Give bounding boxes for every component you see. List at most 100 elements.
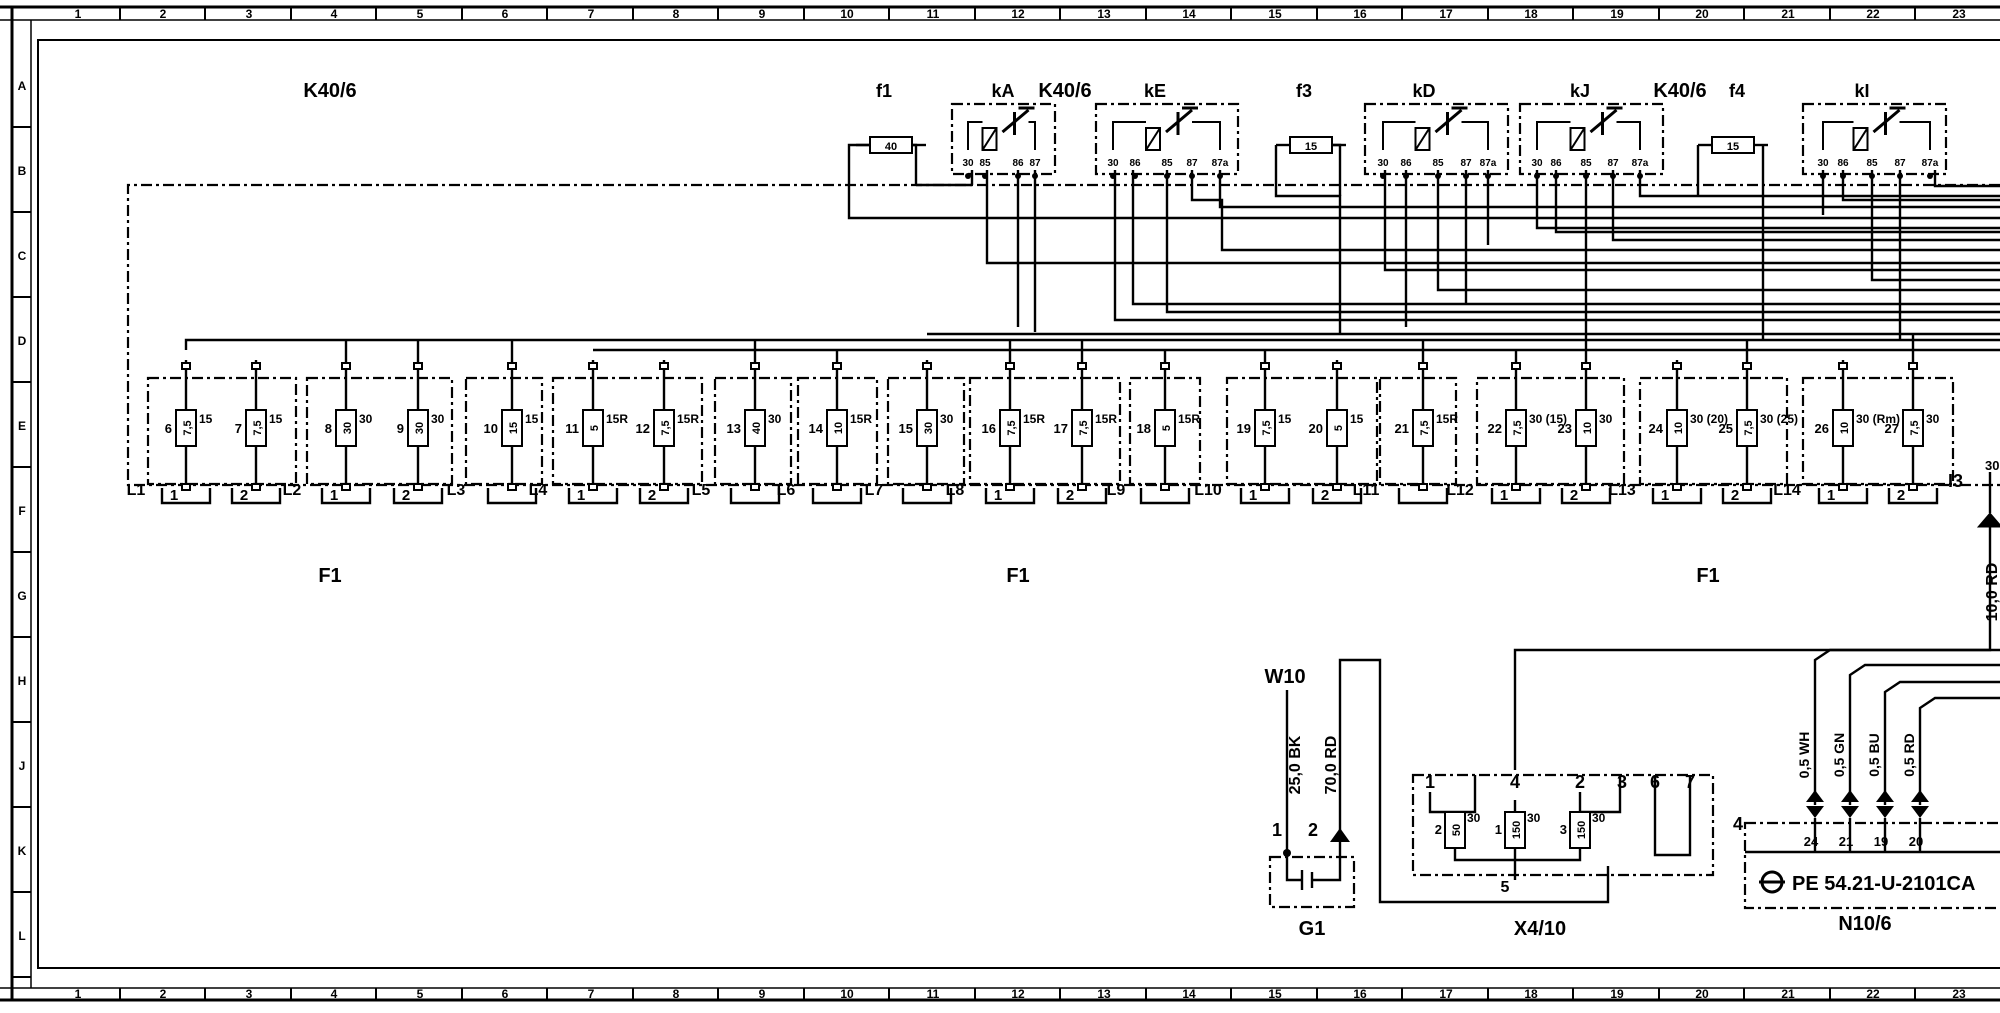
pe-reference: PE 54.21-U-2101CA <box>1759 870 1975 895</box>
top-fuse-label: f4 <box>1729 81 1745 101</box>
fuse-group-box <box>305 376 454 486</box>
n10-6-signal-wire <box>1813 648 2000 805</box>
wire-label-70-rd: 70,0 RD <box>1323 736 1340 795</box>
fuse-group-box <box>146 376 298 486</box>
fuse-socket-top <box>1005 362 1015 370</box>
relay-internal-wire <box>967 121 1036 150</box>
fuse-group-box <box>1638 376 1789 486</box>
top-fuse-rating: 40 <box>885 141 897 153</box>
column-number-top: 10 <box>840 7 854 21</box>
column-number-top: 16 <box>1353 7 1367 21</box>
fuse-terminal: 15R <box>1178 412 1200 426</box>
fuse-connector-bracket <box>1721 488 1773 505</box>
fuse-rating: 5 <box>589 425 601 431</box>
fuse-socket-bottom <box>1005 483 1015 491</box>
row-letter: G <box>17 589 26 603</box>
relay-pin-label: 85 <box>1866 158 1878 169</box>
relay-label: kA <box>991 81 1014 101</box>
fuse-socket-bottom <box>507 483 517 491</box>
fuse-body <box>1254 409 1276 447</box>
n10-6-connector-icon <box>1876 790 1894 818</box>
fuse-socket-bottom <box>251 483 261 491</box>
x4-10-pin-label: 1 <box>1425 772 1435 792</box>
fuse-socket-top <box>750 362 760 370</box>
fuse-number: 11 <box>565 421 579 436</box>
relay-pin-label: 30 <box>1531 158 1543 169</box>
fuse-group-label: L10 <box>1194 482 1222 499</box>
row-letter: K <box>18 844 27 858</box>
fuse-socket-bottom <box>1908 483 1918 491</box>
column-number-top: 19 <box>1610 7 1624 21</box>
fuse-socket-bottom <box>1260 483 1270 491</box>
fuse-group-label: L12 <box>1446 482 1474 499</box>
fuse-group-box <box>1475 376 1626 486</box>
fuse-terminal: 30 <box>359 412 373 426</box>
n10-6-conn-4: 4 <box>1733 814 1743 834</box>
fuse-body <box>1505 409 1527 447</box>
fuse-socket-top <box>1511 362 1521 370</box>
fuse-body <box>916 409 938 447</box>
column-number-bottom: 22 <box>1866 987 1880 1001</box>
wire-label-10-rd: 10,0 RD <box>1984 563 2000 622</box>
relay-pin-label: 86 <box>1550 158 1562 169</box>
fuse-number: 18 <box>1137 421 1151 436</box>
relay-box <box>1094 102 1240 176</box>
fuse-rating: 7,5 <box>1078 420 1090 435</box>
fuse-rating: 5 <box>1333 425 1345 431</box>
column-number-bottom: 17 <box>1439 987 1453 1001</box>
fuse-socket-bottom <box>1077 483 1087 491</box>
relay-box <box>1363 102 1510 176</box>
connector-pin-number: 1 <box>1500 487 1508 504</box>
fuse-terminal: 30 <box>431 412 445 426</box>
fuse-socket-bottom <box>1511 483 1521 491</box>
fuse-connector-bracket <box>811 488 863 505</box>
relay-box <box>1518 102 1665 176</box>
x4-10-fuse-terminal: 30 <box>1467 811 1481 825</box>
fuse-socket-top <box>659 362 669 370</box>
column-number-bottom: 7 <box>588 987 595 1001</box>
fuse-group-label: L8 <box>946 482 965 499</box>
relay-internal-wire <box>1112 121 1221 150</box>
x4-10-fuse-terminal: 30 <box>1527 811 1541 825</box>
column-number-top: 6 <box>502 7 509 21</box>
column-number-bottom: 3 <box>246 987 253 1001</box>
relay-pin-label: 87 <box>1029 158 1041 169</box>
fuse-number: 19 <box>1237 421 1251 436</box>
relay-internal-wire <box>1382 121 1489 150</box>
relay-pin-label: 87 <box>1894 158 1906 169</box>
top-fuse-rating: 15 <box>1727 141 1739 153</box>
connector-pin-number: 1 <box>1249 487 1257 504</box>
fuse-body <box>1154 409 1176 447</box>
connector-pin-number: 2 <box>240 487 248 504</box>
fuse-number: 27 <box>1885 421 1899 436</box>
x4-10-fuse-rating: 150 <box>1576 821 1588 839</box>
column-number-top: 17 <box>1439 7 1453 21</box>
fuse-connector-bracket <box>1887 488 1939 505</box>
fuse-rating: 7,5 <box>1419 420 1431 435</box>
f1-label-right: F1 <box>1696 565 1719 587</box>
fuse-rating: 7,5 <box>1909 420 1921 435</box>
fuse-group-label: L2 <box>283 482 302 499</box>
fuse-socket-top <box>588 362 598 370</box>
fuse-rating: 7,5 <box>182 420 194 435</box>
fuse-group-label: L4 <box>529 482 548 499</box>
fuse-number: 15 <box>899 421 913 436</box>
fuse-body <box>999 409 1021 447</box>
connector-pin-number: 2 <box>1897 487 1905 504</box>
fuse-terminal: 15R <box>1436 412 1458 426</box>
fuse-body <box>1071 409 1093 447</box>
relay-coil-mark <box>1569 127 1586 151</box>
fuse-rating: 7,5 <box>1512 420 1524 435</box>
fuse-socket-top <box>1672 362 1682 370</box>
fuse-terminal: 15 <box>199 412 213 426</box>
fuse-body <box>1902 409 1924 447</box>
fuse-socket-bottom <box>1742 483 1752 491</box>
relay-pin-label: 30 <box>1817 158 1829 169</box>
top-fuse-label: f1 <box>876 81 892 101</box>
fuse-group-box <box>968 376 1122 486</box>
fuse-terminal: 30 <box>940 412 954 426</box>
fuse-socket-bottom <box>1838 483 1848 491</box>
fuse-body <box>1575 409 1597 447</box>
fuse-number: 22 <box>1488 421 1502 436</box>
